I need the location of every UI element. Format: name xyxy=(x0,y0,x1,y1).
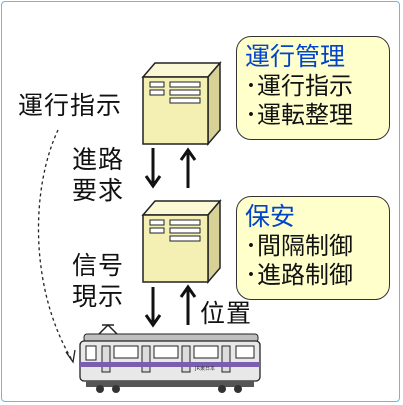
server-icon-operation xyxy=(141,60,222,147)
signal-display-label-line1: 信号 xyxy=(72,251,125,280)
operation-management-item-1: ･運行指示 xyxy=(245,72,353,100)
server-icon-safety xyxy=(141,198,222,285)
signal-arrows xyxy=(144,284,197,328)
operation-instruction-label: 運行指示 xyxy=(18,91,123,120)
dotted-arrow-head xyxy=(65,349,76,364)
operation-management-item-2: ･運転整理 xyxy=(245,101,353,129)
signal-display-label-line2: 現示 xyxy=(72,282,125,311)
route-request-arrows xyxy=(144,147,197,189)
route-request-label-line2: 要求 xyxy=(72,176,125,205)
safety-title: 保安 xyxy=(245,202,296,231)
dotted-instruction-arrow xyxy=(37,129,73,361)
safety-box: 保安 ･間隔制御 ･進路制御 xyxy=(236,196,390,300)
route-request-label-line1: 進路 xyxy=(72,145,125,174)
operation-management-box: 運行管理 ･運行指示 ･運転整理 xyxy=(236,36,390,140)
position-label: 位置 xyxy=(200,299,253,328)
train-logo: JR東日本 xyxy=(195,366,215,372)
safety-item-1: ･間隔制御 xyxy=(245,232,353,260)
operation-management-title: 運行管理 xyxy=(245,42,346,71)
safety-item-2: ･進路制御 xyxy=(245,261,353,289)
train-illustration xyxy=(79,323,261,393)
